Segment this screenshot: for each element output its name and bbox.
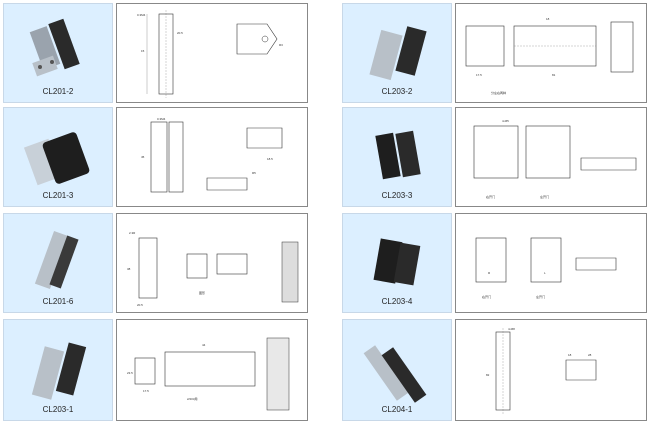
svg-text:R5: R5	[252, 171, 256, 175]
svg-text:4-M5: 4-M5	[502, 119, 509, 123]
hinge-illustration	[375, 130, 421, 180]
svg-text:18: 18	[568, 353, 572, 357]
product-cl201-3: CL201-3 0.3M4 45 18.5 R5	[3, 107, 308, 207]
product-cl203-4: CL203-4 R L 右开门 左开门	[342, 213, 647, 313]
svg-text:17.5: 17.5	[143, 389, 149, 393]
svg-text:图形: 图形	[199, 290, 205, 295]
technical-drawing: 18 81 17.5 分左右两种	[455, 3, 647, 103]
technical-drawing: 0.3M4 15 20.5 R3	[116, 3, 308, 103]
svg-text:20.5: 20.5	[137, 303, 143, 307]
svg-text:18: 18	[546, 17, 550, 21]
product-photo: CL204-1	[342, 319, 452, 421]
svg-text:L: L	[544, 271, 546, 275]
svg-text:45: 45	[141, 155, 145, 159]
product-cl204-1: CL204-1 4-M8 82 18 28	[342, 319, 647, 421]
product-code: CL201-6	[42, 297, 74, 306]
svg-text:左开门: 左开门	[536, 294, 545, 299]
svg-text:R: R	[488, 271, 491, 275]
svg-text:82: 82	[486, 373, 490, 377]
svg-text:15: 15	[141, 49, 145, 53]
svg-text:右开门: 右开门	[482, 294, 491, 299]
product-photo: CL201-6	[3, 213, 113, 313]
technical-drawing: 0.3M4 45 18.5 R5	[116, 107, 308, 207]
svg-text:18.5: 18.5	[267, 157, 273, 161]
svg-text:28: 28	[588, 353, 592, 357]
product-cl201-2: CL201-2 0.3M4 15 20.5 R3	[3, 3, 308, 103]
hinge-illustration	[363, 345, 427, 403]
product-code: CL203-3	[381, 191, 413, 200]
svg-text:44: 44	[202, 343, 206, 347]
svg-text:右开门: 右开门	[486, 194, 495, 199]
hinge-illustration	[23, 132, 90, 186]
product-code: CL203-4	[381, 297, 413, 306]
svg-text:4-M8: 4-M8	[508, 327, 515, 331]
svg-text:20.5: 20.5	[177, 31, 183, 35]
product-code: CL201-3	[42, 191, 74, 200]
product-photo: CL201-2	[3, 3, 113, 103]
svg-text:2.3R: 2.3R	[129, 231, 136, 235]
technical-drawing: 44 17.5 23.5 2/203用	[116, 319, 308, 421]
svg-text:38: 38	[127, 267, 131, 271]
product-photo: CL203-1	[3, 319, 113, 421]
product-code: CL201-2	[42, 87, 74, 96]
svg-text:R3: R3	[279, 43, 283, 47]
product-photo: CL203-3	[342, 107, 452, 207]
hinge-illustration	[34, 230, 79, 290]
technical-drawing: 2.3R 20.5 38 图形	[116, 213, 308, 313]
product-photo: CL201-3	[3, 107, 113, 207]
technical-drawing: 4-M5 右开门 左开门	[455, 107, 647, 207]
svg-text:0.3M4: 0.3M4	[157, 117, 166, 121]
svg-text:17.5: 17.5	[476, 73, 482, 77]
product-photo: CL203-2	[342, 3, 452, 103]
product-code: CL203-1	[42, 405, 74, 414]
product-code: CL204-1	[381, 405, 413, 414]
svg-text:2/203用: 2/203用	[187, 397, 198, 401]
product-cl203-2: CL203-2 18 81 17.5 分左右两种	[342, 3, 647, 103]
hinge-illustration	[369, 26, 427, 81]
hinge-illustration	[29, 18, 80, 77]
hinge-illustration	[373, 238, 421, 286]
product-photo: CL203-4	[342, 213, 452, 313]
svg-text:23.5: 23.5	[127, 371, 133, 375]
svg-text:0.3M4: 0.3M4	[137, 13, 146, 17]
product-code: CL203-2	[381, 87, 413, 96]
product-cl203-1: CL203-1 44 17.5 23.5 2/203用	[3, 319, 308, 421]
technical-drawing: 4-M8 82 18 28	[455, 319, 647, 421]
svg-text:81: 81	[552, 73, 556, 77]
svg-text:分左右两种: 分左右两种	[491, 90, 506, 95]
product-cl201-6: CL201-6 2.3R 20.5 38 图形	[3, 213, 308, 313]
product-cl203-3: CL203-3 4-M5 右开门 左开门	[342, 107, 647, 207]
svg-text:左开门: 左开门	[540, 194, 549, 199]
hinge-illustration	[31, 342, 87, 400]
technical-drawing: R L 右开门 左开门	[455, 213, 647, 313]
